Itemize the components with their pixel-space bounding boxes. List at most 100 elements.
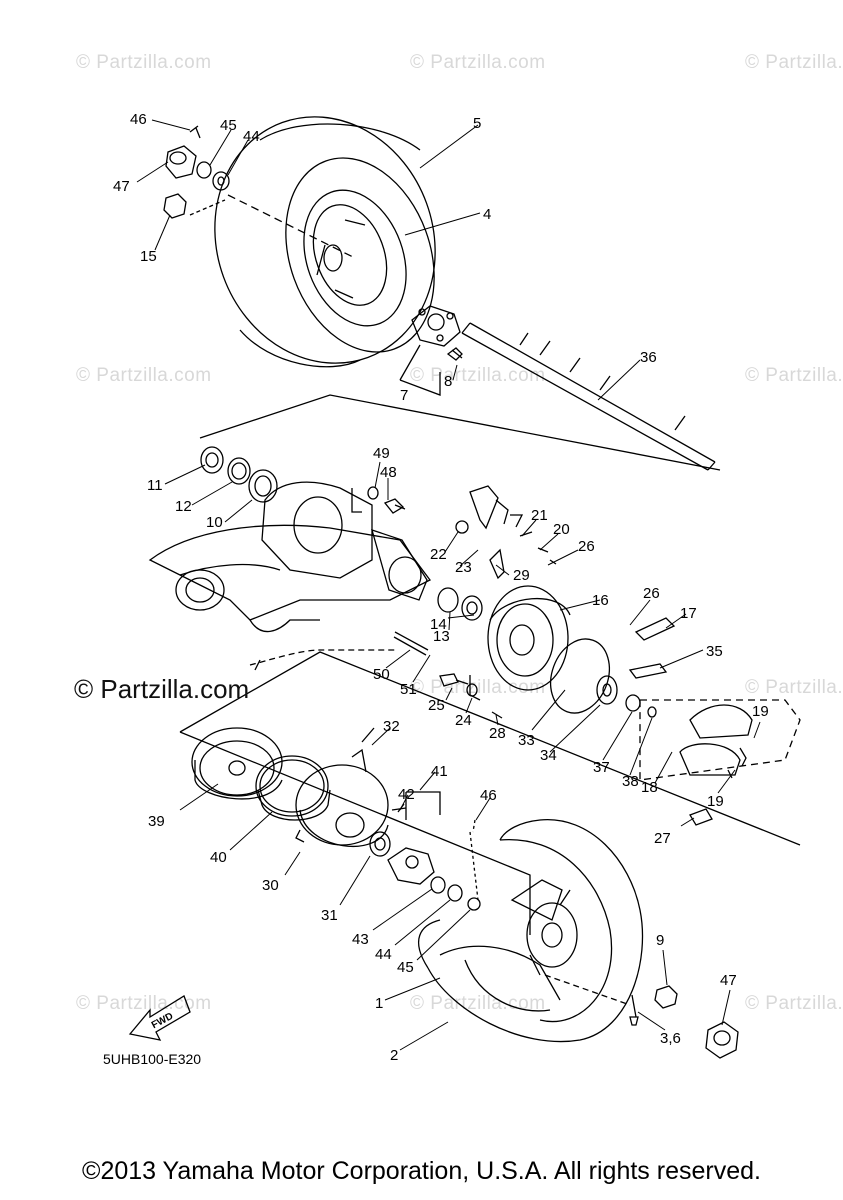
callout-21: 21	[531, 507, 548, 524]
callout-19: 19	[752, 703, 769, 720]
callout-50: 50	[373, 666, 390, 683]
axle-nut-set-top	[163, 125, 356, 259]
watermark: © Partzilla.com	[76, 52, 212, 73]
callout-7: 7	[400, 387, 408, 404]
callout-46: 46	[480, 787, 497, 804]
callout-labels: 46 45 44 47 15 5 4 8 7 36 11 12 10 49 48…	[113, 111, 769, 1064]
callout-28: 28	[489, 725, 506, 742]
callout-20: 20	[553, 521, 570, 538]
brake-shoes	[639, 699, 801, 826]
housing-bolts	[351, 486, 406, 514]
brake-panel	[487, 585, 571, 691]
bottom-fasteners	[544, 974, 739, 1059]
rear-tire-top	[214, 116, 436, 368]
callout-19: 19	[707, 793, 724, 810]
hub-assembly	[369, 791, 481, 911]
watermark: © Partzilla.com	[410, 52, 546, 73]
drum-ring	[255, 755, 331, 821]
callout-25: 25	[428, 697, 445, 714]
callout-38: 38	[622, 773, 639, 790]
callout-26: 26	[578, 538, 595, 555]
callout-47: 47	[113, 178, 130, 195]
bearings	[437, 587, 483, 621]
small-fasteners	[439, 673, 503, 719]
callout-24: 24	[455, 712, 472, 729]
callout-37: 37	[593, 759, 610, 776]
callout-30: 30	[262, 877, 279, 894]
watermark: © Partzilla.com	[745, 993, 843, 1014]
o-ring	[550, 638, 657, 718]
callout-40: 40	[210, 849, 227, 866]
callout-12: 12	[175, 498, 192, 515]
callout-15: 15	[140, 248, 157, 265]
watermark: © Partzilla.com	[745, 677, 843, 698]
callout-47: 47	[720, 972, 737, 989]
callout-8: 8	[444, 373, 452, 390]
callout-41: 41	[431, 763, 448, 780]
copyright-footer: ©2013 Yamaha Motor Corporation, U.S.A. A…	[82, 1157, 761, 1185]
callout-3-6: 3,6	[660, 1030, 681, 1047]
watermark: © Partzilla.com	[76, 365, 212, 386]
callout-23: 23	[455, 559, 472, 576]
callout-34: 34	[540, 747, 557, 764]
callout-44: 44	[243, 128, 260, 145]
bearing-seal-set	[200, 446, 278, 503]
callout-11: 11	[147, 477, 163, 494]
callout-48: 48	[380, 464, 397, 481]
drum-cover	[295, 727, 389, 847]
callout-46: 46	[130, 111, 147, 128]
callout-13: 13	[433, 628, 450, 645]
callout-33: 33	[518, 732, 535, 749]
diagram-code: 5UHB100-E320	[103, 1051, 202, 1067]
swing-arm	[148, 524, 431, 633]
watermark: © Partzilla.com	[410, 365, 546, 386]
watermark: © Partzilla.com	[76, 993, 212, 1014]
callout-17: 17	[680, 605, 697, 622]
callout-32: 32	[383, 718, 400, 735]
callout-22: 22	[430, 546, 447, 563]
callout-39: 39	[148, 813, 165, 830]
wheel-hub-top	[399, 305, 463, 396]
callout-42: 42	[398, 786, 415, 803]
callout-45: 45	[397, 959, 414, 976]
callout-4: 4	[483, 206, 491, 223]
final-drive-housing	[261, 481, 428, 601]
watermark: © Partzilla.com	[410, 677, 546, 698]
callout-35: 35	[706, 643, 723, 660]
callout-49: 49	[373, 445, 390, 462]
watermark: © Partzilla.com	[410, 993, 546, 1014]
assembly-outline	[179, 651, 801, 935]
callout-16: 16	[592, 592, 609, 609]
callout-27: 27	[654, 830, 671, 847]
callout-18: 18	[641, 779, 658, 796]
rear-tire-bottom	[418, 819, 644, 1043]
callout-1: 1	[375, 995, 383, 1012]
callout-36: 36	[640, 349, 657, 366]
callout-5: 5	[473, 115, 481, 132]
callout-44: 44	[375, 946, 392, 963]
watermark: © Partzilla.com	[745, 365, 843, 386]
callout-9: 9	[656, 932, 664, 949]
wheel-rim-bottom	[439, 879, 578, 1001]
shaft-pin	[249, 631, 429, 671]
rear-axle	[199, 322, 721, 471]
callout-45: 45	[220, 117, 237, 134]
watermark-main: © Partzilla.com	[74, 674, 250, 704]
wheel-rim-top	[303, 189, 407, 327]
brake-bolts	[628, 617, 676, 679]
watermark: © Partzilla.com	[745, 52, 843, 73]
callout-10: 10	[206, 514, 223, 531]
callout-26: 26	[643, 585, 660, 602]
callout-31: 31	[321, 907, 338, 924]
brake-cam-lever	[455, 485, 557, 580]
fwd-arrow-icon: FWD	[128, 995, 191, 1041]
callout-43: 43	[352, 931, 369, 948]
callout-14: 14	[430, 616, 447, 633]
leader-lines	[136, 119, 761, 1051]
callout-51: 51	[400, 681, 417, 698]
brake-drum	[191, 727, 283, 800]
callout-2: 2	[390, 1047, 398, 1064]
callout-29: 29	[513, 567, 530, 584]
